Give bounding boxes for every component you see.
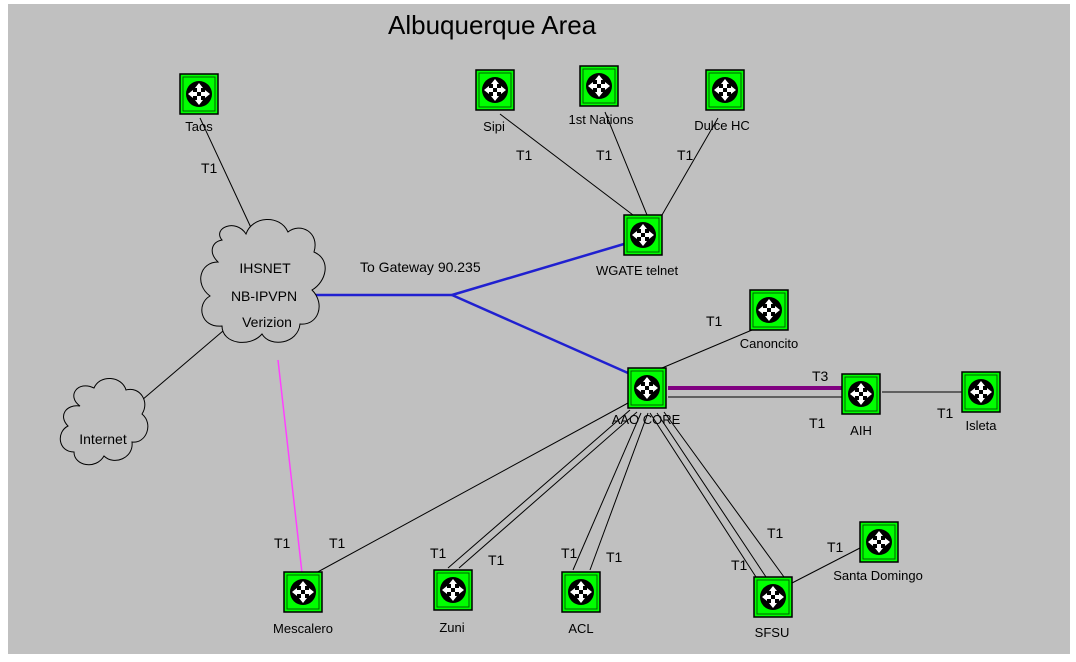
- node-isleta[interactable]: Isleta: [961, 371, 1001, 433]
- diagram-title: Albuquerque Area: [388, 10, 597, 40]
- router-icon: [561, 571, 601, 613]
- router-icon: [623, 214, 663, 256]
- t1-label: T1: [561, 545, 578, 561]
- t3-label: T3: [812, 368, 829, 384]
- t1-label: T1: [329, 535, 346, 551]
- link-dulce: [661, 117, 719, 216]
- node-label: 1st Nations: [568, 112, 634, 127]
- node-zuni[interactable]: Zuni: [433, 569, 473, 635]
- node-label: SFSU: [755, 625, 790, 640]
- router-icon: [753, 576, 793, 618]
- router-icon: [433, 569, 473, 611]
- cloud-label-line-3: Verizion: [242, 314, 292, 330]
- t1-label: T1: [731, 557, 748, 573]
- node-santadomingo[interactable]: Santa Domingo: [833, 521, 923, 583]
- t1-label: T1: [706, 313, 723, 329]
- router-icon: [841, 373, 881, 415]
- cloud-label-line-2: NB-IPVPN: [231, 288, 297, 304]
- link-mescalero-pink: [277, 359, 303, 574]
- router-icon: [749, 289, 789, 331]
- link-canoncito: [661, 329, 753, 369]
- t1-label: T1: [606, 549, 623, 565]
- node-label: WGATE telnet: [596, 263, 679, 278]
- node-sfsu[interactable]: SFSU: [753, 576, 793, 640]
- link-acl-b: [589, 412, 649, 571]
- cloud-internet: Internet: [59, 378, 149, 466]
- node-label: Dulce HC: [694, 118, 750, 133]
- node-canoncito[interactable]: Canoncito: [740, 289, 799, 351]
- node-taos[interactable]: Taos: [179, 73, 219, 134]
- gateway-label: To Gateway 90.235: [360, 259, 481, 275]
- node-label: Santa Domingo: [833, 568, 923, 583]
- link-acl-a: [572, 412, 642, 571]
- t1-label: T1: [596, 147, 613, 163]
- t1-label: T1: [827, 539, 844, 555]
- node-aih[interactable]: AIH: [841, 373, 881, 438]
- router-icon: [579, 65, 619, 107]
- link-sfsu-c: [663, 411, 785, 578]
- diagram-background: [8, 4, 1070, 654]
- link-taos: [199, 117, 254, 233]
- t1-label: T1: [677, 147, 694, 163]
- link-sipi: [499, 113, 634, 216]
- node-label: ACL: [568, 621, 593, 636]
- link-sfsu-b: [656, 412, 767, 578]
- node-label: AAO CORE: [612, 412, 681, 427]
- link-zuni-b: [458, 411, 638, 569]
- link-labels: To Gateway 90.235 T1 T1 T1 T1 T1 T3 T1 T…: [201, 147, 954, 573]
- t1-label: T1: [516, 147, 533, 163]
- link-zuni-a: [447, 409, 631, 569]
- router-icon: [859, 521, 899, 563]
- t1-label: T1: [937, 405, 954, 421]
- t1-label: T1: [488, 552, 505, 568]
- gateway-links: [308, 242, 629, 375]
- t1-label: T1: [430, 545, 447, 561]
- cloud-ihsnet: IHSNET NB-IPVPN Verizion: [200, 219, 326, 343]
- cloud-internet-label: Internet: [79, 431, 127, 447]
- node-label: Sipi: [483, 119, 505, 134]
- node-aao-core[interactable]: AAO CORE: [612, 367, 681, 427]
- router-icon: [179, 73, 219, 115]
- node-wgate[interactable]: WGATE telnet: [596, 214, 679, 278]
- links: [134, 111, 962, 584]
- router-icon: [475, 69, 515, 111]
- node-mescalero[interactable]: Mescalero: [273, 571, 333, 636]
- t1-label: T1: [274, 535, 291, 551]
- link-internet: [134, 324, 231, 407]
- router-icon: [961, 371, 1001, 413]
- node-label: Isleta: [965, 418, 997, 433]
- link-sfsu-a: [649, 412, 757, 578]
- router-icon: [283, 571, 323, 613]
- router-icon: [705, 69, 745, 111]
- node-firstnations[interactable]: 1st Nations: [568, 65, 634, 127]
- node-label: Taos: [185, 119, 213, 134]
- t1-label: T1: [201, 160, 218, 176]
- t1-label: T1: [809, 415, 826, 431]
- node-label: Zuni: [439, 620, 464, 635]
- node-label: Mescalero: [273, 621, 333, 636]
- node-label: AIH: [850, 423, 872, 438]
- node-label: Canoncito: [740, 336, 799, 351]
- cloud-label-line-1: IHSNET: [239, 260, 291, 276]
- node-acl[interactable]: ACL: [561, 571, 601, 636]
- node-dulce[interactable]: Dulce HC: [694, 69, 750, 133]
- link-mescalero: [302, 402, 629, 581]
- router-icon: [627, 367, 667, 409]
- t1-label: T1: [767, 525, 784, 541]
- link-santadomingo: [791, 547, 861, 584]
- link-firstnations: [604, 111, 648, 216]
- node-sipi[interactable]: Sipi: [475, 69, 515, 134]
